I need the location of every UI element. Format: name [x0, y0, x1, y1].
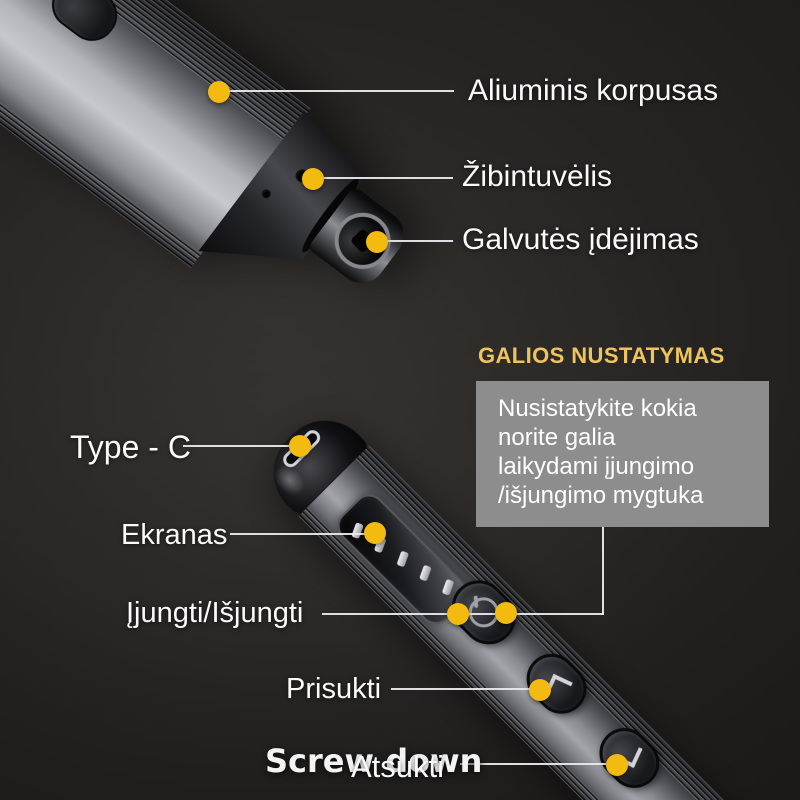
leader-line-bit-insert: [386, 240, 453, 242]
power-setting-text-line: Nusistatykite kokia: [498, 395, 697, 422]
power-setting-title: GALIOS NUSTATYMAS: [478, 343, 725, 368]
power-setting-text-line: norite galia: [498, 424, 616, 451]
screwdriver-tip-view: [0, 0, 449, 372]
callout-label-bit-insert: Galvutės įdėjimas: [462, 223, 699, 256]
marker-dot-type-c: [289, 435, 311, 457]
leader-line-screen: [230, 533, 370, 535]
leader-line-unscrew: [460, 763, 612, 765]
leader-line-flashlight: [322, 177, 453, 179]
leader-line-aluminum-body: [228, 90, 454, 92]
power-setting-box: Nusistatykite kokia norite galia laikyda…: [476, 381, 769, 527]
leader-line-type-c: [183, 445, 295, 447]
marker-dot-power-toggle: [447, 603, 469, 625]
marker-dot-power-setting: [495, 602, 517, 624]
callout-label-screw-in: Prisukti: [286, 673, 382, 705]
connector-line-power-setting: [602, 527, 604, 614]
device-button: [42, 0, 127, 51]
display-level-glyph: [441, 578, 455, 596]
marker-dot-aluminum-body: [208, 81, 230, 103]
leader-line-screw-in: [391, 688, 538, 690]
marker-dot-screw-in: [529, 679, 551, 701]
power-setting-text-line: /išjungimo mygtuka: [498, 482, 704, 509]
display-level-glyph: [396, 550, 410, 568]
power-setting-text-line: laikydami įjungimo: [498, 453, 695, 480]
callout-label-power-toggle: Įjungti/Išjungti: [126, 597, 304, 629]
display-level-glyph: [351, 522, 364, 540]
rib-texture: [0, 0, 312, 142]
marker-dot-screen: [364, 522, 386, 544]
power-icon-stub: [473, 595, 479, 608]
marker-dot-flashlight: [302, 168, 324, 190]
callout-label-screw-down-en: Screw down: [265, 742, 483, 780]
callout-label-unscrew: Atsukti: [351, 749, 445, 784]
callout-label-flashlight: Žibintuvėlis: [462, 160, 613, 193]
display-level-glyph: [419, 564, 432, 582]
callout-label-aluminum-body: Aliuminis korpusas: [468, 74, 719, 107]
callout-label-screen: Ekranas: [121, 519, 228, 551]
marker-dot-unscrew: [606, 754, 628, 776]
callout-label-type-c: Type - C: [70, 429, 191, 465]
marker-dot-bit-insert: [366, 231, 388, 253]
